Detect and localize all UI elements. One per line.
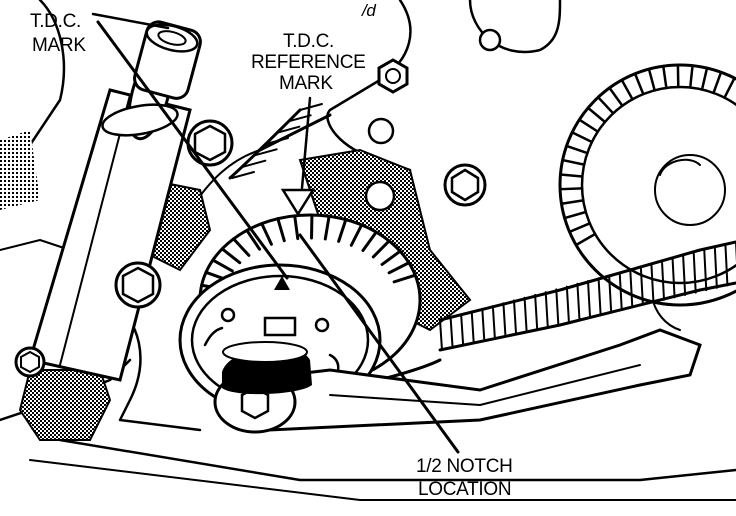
wrench-tool — [213, 328, 702, 434]
tdc-reference-label-line1: T.D.C. — [283, 31, 334, 52]
tooth-mark — [287, 114, 312, 123]
timing-belt-teeth — [231, 103, 736, 351]
tdc-reference-arrow — [280, 188, 316, 217]
tooth-mark — [661, 260, 665, 301]
tooth-mark — [245, 228, 262, 251]
tooth-mark — [565, 285, 570, 323]
tdc-mark-triangle — [274, 276, 290, 290]
tooth-mark — [620, 78, 634, 101]
tooth-mark — [323, 214, 331, 241]
tooth-mark — [574, 232, 597, 247]
tooth-mark — [513, 299, 517, 335]
tooth-mark — [293, 214, 300, 241]
tooth-mark — [481, 307, 486, 342]
tooth-mark — [439, 319, 443, 351]
bolt-top-center — [377, 58, 409, 94]
tooth-mark — [555, 288, 560, 325]
tooth-mark — [380, 249, 402, 266]
bolt-lower-left — [14, 346, 46, 378]
notch-label-line1: 1/2 NOTCH — [416, 456, 513, 477]
tooth-mark — [361, 230, 378, 252]
tooth-mark — [692, 252, 697, 294]
tooth-mark — [558, 187, 584, 191]
tooth-mark — [253, 148, 278, 157]
leader-lines — [91, 12, 460, 454]
tooth-mark — [629, 268, 634, 308]
tensioner-assembly — [28, 20, 202, 382]
tooth-mark — [349, 223, 364, 247]
tooth-mark — [662, 64, 668, 90]
tooth-mark — [618, 271, 623, 311]
tooth-mark — [470, 310, 475, 344]
tooth-mark — [713, 246, 718, 289]
tooth-mark — [578, 118, 600, 133]
camshaft-sprocket — [558, 63, 736, 307]
tooth-mark — [639, 266, 644, 306]
tooth-mark — [703, 249, 708, 292]
tooth-mark — [560, 199, 585, 206]
tooth-mark — [559, 173, 584, 178]
tooth-mark — [671, 257, 676, 299]
tooth-mark — [568, 222, 592, 234]
tooth-mark — [723, 76, 736, 99]
tooth-mark — [276, 125, 301, 134]
timing-belt — [228, 103, 736, 392]
camshaft-sprocket-teeth — [558, 63, 736, 247]
tooth-mark — [576, 282, 581, 320]
tooth-mark — [371, 239, 391, 259]
small-holes — [364, 28, 502, 212]
bolt-upper-left — [186, 119, 234, 167]
tooth-mark — [596, 95, 615, 115]
bolt-middle-left — [114, 261, 162, 309]
tooth-mark — [491, 305, 496, 340]
tooth-mark — [608, 274, 613, 313]
tooth-mark — [460, 313, 465, 347]
bolt-center-right — [443, 163, 487, 207]
tooth-mark — [608, 86, 624, 107]
tooth-mark — [265, 137, 289, 145]
tooth-mark — [544, 291, 549, 328]
tooth-mark — [586, 106, 607, 124]
tooth-mark — [220, 247, 242, 265]
tooth-mark — [232, 237, 251, 257]
tooth-mark — [211, 258, 234, 273]
tooth-mark — [276, 217, 286, 243]
tooth-mark — [449, 316, 454, 349]
tooth-mark — [563, 210, 588, 220]
tooth-mark — [650, 263, 655, 304]
tooth-mark — [392, 273, 417, 284]
tooth-mark — [565, 144, 589, 155]
tooth-mark — [688, 64, 694, 89]
corner-mark: /d — [361, 1, 376, 20]
tooth-mark — [647, 67, 656, 92]
tooth-mark — [231, 171, 255, 179]
tooth-mark — [387, 261, 411, 275]
tooth-mark — [502, 302, 507, 337]
tooth-mark — [523, 296, 528, 332]
notch-label-line2: LOCATION — [418, 479, 511, 500]
tooth-mark — [570, 131, 594, 144]
tooth-mark — [682, 254, 687, 296]
tooth-mark — [337, 218, 348, 243]
tooth-mark — [712, 70, 723, 95]
crankshaft-sprocket-teeth — [200, 213, 417, 291]
tooth-mark — [724, 243, 729, 287]
tdc-mark-label-line2: MARK — [32, 35, 86, 56]
tooth-mark — [260, 222, 273, 246]
tooth-mark — [633, 72, 645, 96]
tooth-mark — [700, 66, 709, 91]
tdc-reference-label-line2: REFERENCE — [251, 52, 365, 73]
tdc-reference-label-line3: MARK — [279, 73, 333, 94]
tdc-mark-label-line1: T.D.C. — [30, 11, 81, 32]
tooth-mark — [587, 280, 591, 318]
tooth-mark — [242, 159, 267, 168]
tooth-mark — [299, 103, 323, 111]
tooth-mark — [534, 293, 539, 330]
tooth-mark — [561, 158, 586, 166]
tooth-mark — [597, 277, 602, 316]
